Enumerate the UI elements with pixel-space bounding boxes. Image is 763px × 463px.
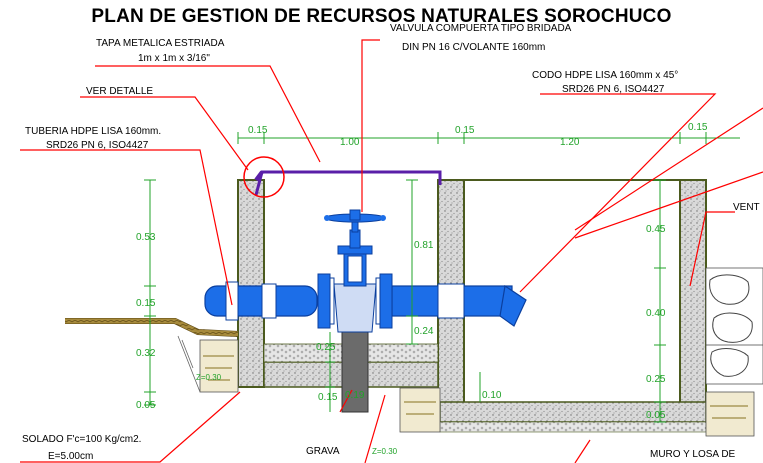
- label-ver-detalle: VER DETALLE: [86, 86, 153, 97]
- dim-mid-015: 0.15: [318, 392, 338, 403]
- dim-right-045: 0.45: [646, 224, 666, 235]
- label-valvula-line1: VALVULA COMPUERTA TIPO BRIDADA: [390, 23, 572, 34]
- label-codo-line1: CODO HDPE LISA 160mm x 45°: [532, 70, 678, 81]
- middle-dimension-line: [325, 179, 481, 412]
- dim-top-120: 1.20: [560, 137, 580, 148]
- label-vent: VENT: [733, 202, 760, 213]
- dim-top-015a: 0.15: [248, 125, 268, 136]
- label-codo-line2: SRD26 PN 6, ISO4427: [562, 84, 665, 95]
- dim-mid-081: 0.81: [414, 240, 434, 251]
- label-grava: GRAVA: [306, 446, 340, 457]
- dim-top-015c: 0.15: [688, 122, 708, 133]
- dim-mid-024: 0.24: [414, 326, 434, 337]
- dim-right-005: 0.05: [646, 410, 666, 421]
- dim-mid-019: 0.19: [345, 390, 365, 401]
- label-solado-line1: SOLADO F'c=100 Kg/cm2.: [22, 434, 141, 445]
- label-tapa-line1: TAPA METALICA ESTRIADA: [96, 38, 225, 49]
- gate-valve: [317, 209, 393, 333]
- dim-right-025: 0.25: [646, 374, 666, 385]
- diagram-title: PLAN DE GESTION DE RECURSOS NATURALES SO…: [91, 6, 672, 27]
- dim-left-053: 0.53: [136, 232, 156, 243]
- label-tuberia-line1: TUBERIA HDPE LISA 160mm.: [25, 126, 161, 137]
- dim-left-005: 0.05: [136, 400, 156, 411]
- dim-slope-b: Z=0.30: [372, 447, 398, 456]
- dim-right-040: 0.40: [646, 308, 666, 319]
- label-solado-line2: E=5.00cm: [48, 451, 93, 462]
- leader-lines: [20, 39, 763, 463]
- label-tapa-line2: 1m x 1m x 3/16": [138, 53, 210, 64]
- tank-floor-slab: [439, 401, 707, 433]
- dim-mid-010: 0.10: [482, 390, 502, 401]
- dim-left-032: 0.32: [136, 348, 156, 359]
- detail-circle: [243, 156, 285, 198]
- footing-middle: [399, 387, 441, 433]
- dim-top-100: 1.00: [340, 137, 360, 148]
- metal-cover: [243, 156, 442, 198]
- dim-slope-a: Z=0.30: [196, 373, 222, 382]
- left-chamber-wall: [237, 179, 265, 388]
- inlet-pipe: [204, 281, 318, 321]
- dim-mid-025: 0.25: [316, 342, 336, 353]
- dim-top-015b: 0.15: [455, 125, 475, 136]
- label-tuberia-line2: SRD26 PN 6, ISO4427: [46, 140, 149, 151]
- right-chamber-wall: [679, 179, 707, 421]
- left-dimension-line: [144, 179, 156, 406]
- top-dimension-line: [237, 132, 740, 144]
- footing-left: [199, 339, 239, 393]
- dim-left-015: 0.15: [136, 298, 156, 309]
- label-valvula-line2: DIN PN 16 C/VOLANTE 160mm: [402, 42, 545, 53]
- right-dimension-line: [654, 179, 666, 423]
- ground-surface: [65, 318, 239, 393]
- footing-right: [705, 391, 755, 437]
- stone-masonry: [705, 267, 763, 385]
- label-muro: MURO Y LOSA DE: [650, 449, 736, 460]
